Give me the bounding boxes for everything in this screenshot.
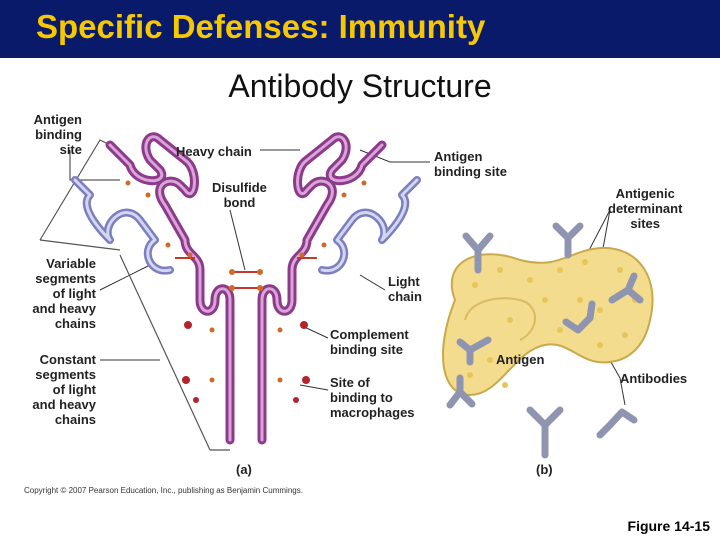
label-line: binding site <box>434 164 507 179</box>
label-line: Light <box>388 274 420 289</box>
label-line: Variable <box>46 256 96 271</box>
heavy-chain-right <box>257 132 387 445</box>
slide-subtitle: Antibody Structure <box>228 68 492 104</box>
disulfide-bonds <box>175 257 317 289</box>
label-variable-segments: Variable segments of light and heavy cha… <box>14 256 96 331</box>
label-complement-binding-site: Complement binding site <box>330 327 409 357</box>
figure-reference: Figure 14-15 <box>627 518 710 534</box>
label-antigenic-determinant: Antigenic determinant sites <box>608 186 682 231</box>
label-line: of light <box>52 382 96 397</box>
label-line: segments <box>35 271 96 286</box>
label-line: and heavy <box>32 301 96 316</box>
heavy-chain-left <box>105 132 235 445</box>
label-line: Antigen <box>434 149 483 164</box>
label-heavy-chain: Heavy chain <box>176 144 252 159</box>
binding-site-markers <box>182 321 310 403</box>
label-disulfide-bond: Disulfide bond <box>212 180 267 210</box>
antigen-mass <box>442 246 654 397</box>
antibodies <box>446 222 644 459</box>
label-line: Antigenic <box>615 186 675 201</box>
label-line: bond <box>223 195 256 210</box>
label-line: site <box>59 142 82 157</box>
label-constant-segments: Constant segments of light and heavy cha… <box>14 352 96 427</box>
label-line: Site of <box>330 375 370 390</box>
panel-b-label: (b) <box>536 462 553 477</box>
label-line: binding site <box>330 342 403 357</box>
label-line: segments <box>35 367 96 382</box>
label-line: chains <box>54 316 96 331</box>
label-line: sites <box>630 216 661 231</box>
label-line: chains <box>54 412 96 427</box>
label-line: Disulfide <box>212 180 267 195</box>
label-line: Constant <box>39 352 96 367</box>
label-line: chain <box>388 289 422 304</box>
copyright-notice: Copyright © 2007 Pearson Education, Inc.… <box>24 486 303 495</box>
label-line: determinant <box>608 201 683 216</box>
label-site-of-binding: Site of binding to macrophages <box>330 375 415 420</box>
label-line: binding <box>35 127 82 142</box>
slide-title: Specific Defenses: Immunity <box>36 8 486 45</box>
light-chain-right <box>318 176 421 275</box>
label-antigen-binding-site-right: Antigen binding site <box>434 149 507 179</box>
title-bar <box>0 0 720 58</box>
label-antibodies: Antibodies <box>620 371 688 386</box>
label-line: of light <box>52 286 96 301</box>
light-chain-left <box>71 176 174 275</box>
leader-lines <box>69 149 626 406</box>
label-antigen: Antigen <box>496 352 545 367</box>
label-line: macrophages <box>330 405 415 420</box>
label-line: Antigen <box>33 112 82 127</box>
label-antigen-binding-site-left: Antigen binding site <box>20 112 82 157</box>
bond-dots <box>125 180 367 383</box>
label-line: Complement <box>330 327 409 342</box>
label-line: and heavy <box>32 397 96 412</box>
label-light-chain: Light chain <box>388 274 422 304</box>
panel-a-label: (a) <box>236 462 252 477</box>
label-line: binding to <box>330 390 393 405</box>
